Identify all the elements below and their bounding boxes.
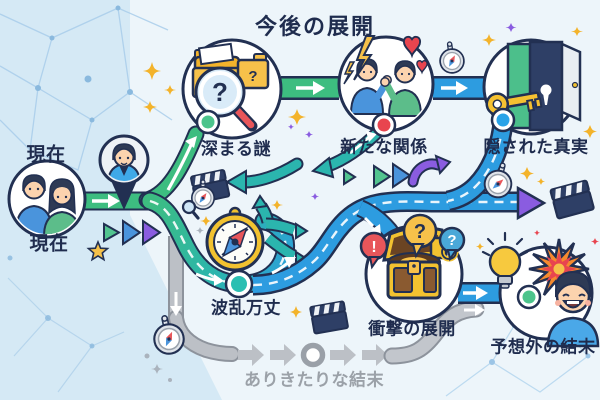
person-pin-icon [98,134,150,210]
teal-relationship-arrow [310,123,387,179]
relationship-node [337,35,435,133]
sparkle-icons [86,23,599,382]
relationship-to-truth-band [433,76,486,100]
gray-dashed-arrows [238,344,388,366]
exclamation-bubble-icon: ! [359,231,389,270]
question-glyph: ? [447,232,456,249]
question-glyph: ? [414,221,426,243]
compass-icon [205,206,265,272]
page-title: 今後の展開 [254,14,376,39]
gray-milestone-ring [300,342,326,368]
label-new-relationship: 新たな関係 [340,137,428,157]
open-door-icon [506,40,582,132]
hearts-icon [402,35,428,75]
milestone-dot-red [371,112,397,138]
exclamation-glyph: ! [371,239,376,256]
lightbulb-icon [481,231,529,289]
lightning-icon-small [343,61,356,85]
chest-to-ending-band [458,282,502,304]
five-point-star-icon [86,239,110,262]
folder-question-glyph: ? [248,68,257,85]
purple-arrowhead [516,185,547,221]
question-bubble-icon: ? [402,213,438,259]
ordinary-ending-path [168,236,485,368]
unexpected-node [481,231,600,348]
truth-node [482,38,582,136]
happy-man-icon [546,270,600,348]
teal-left-arrow [225,157,304,195]
milestone-dot-blue [490,107,516,133]
present-node [7,159,87,239]
magnifier-question-glyph: ? [212,77,228,107]
key-icon [485,91,543,116]
mesh-dots-bottom-left [7,255,95,349]
label-deepening-mystery: 深まる謎 [201,139,271,159]
mystery-to-relationship-band [281,76,339,100]
lightning-icon [353,35,376,81]
mesh-dots-top-left [35,5,133,123]
truth-descent-path [445,121,514,212]
label-shocking-development: 衝撃の展開 [368,319,456,339]
play-triangle-icons [103,162,412,246]
label-ordinary-ending: ありきたりな結末 [244,370,384,390]
label-turbulent-journey: 波乱万丈 [211,298,281,318]
label-present-bottom: 現在 [29,233,69,255]
label-unexpected-ending: 予想外の結末 [490,337,596,357]
white-arrows-on-green [92,136,296,286]
milestone-dot-green [516,284,542,310]
clapperboard-icon [309,300,350,335]
label-present-top: 現在 [26,144,66,166]
milestone-dot-teal [224,269,254,299]
white-arrows-on-gray [170,292,485,316]
purple-curved-arrow [407,154,452,188]
conflict-people-icon [349,58,423,117]
milestone-dot-green [195,109,221,135]
folder-magnifier-icon: ? ? [191,42,270,132]
couple-icon [15,174,81,234]
question-bubble-icon: ? [438,226,466,262]
shocking-node: ! ? ? [359,213,466,324]
blue-main-path [252,185,547,296]
label-hidden-truth: 隠された真実 [483,137,589,157]
mini-magnifier-icon [181,199,200,220]
